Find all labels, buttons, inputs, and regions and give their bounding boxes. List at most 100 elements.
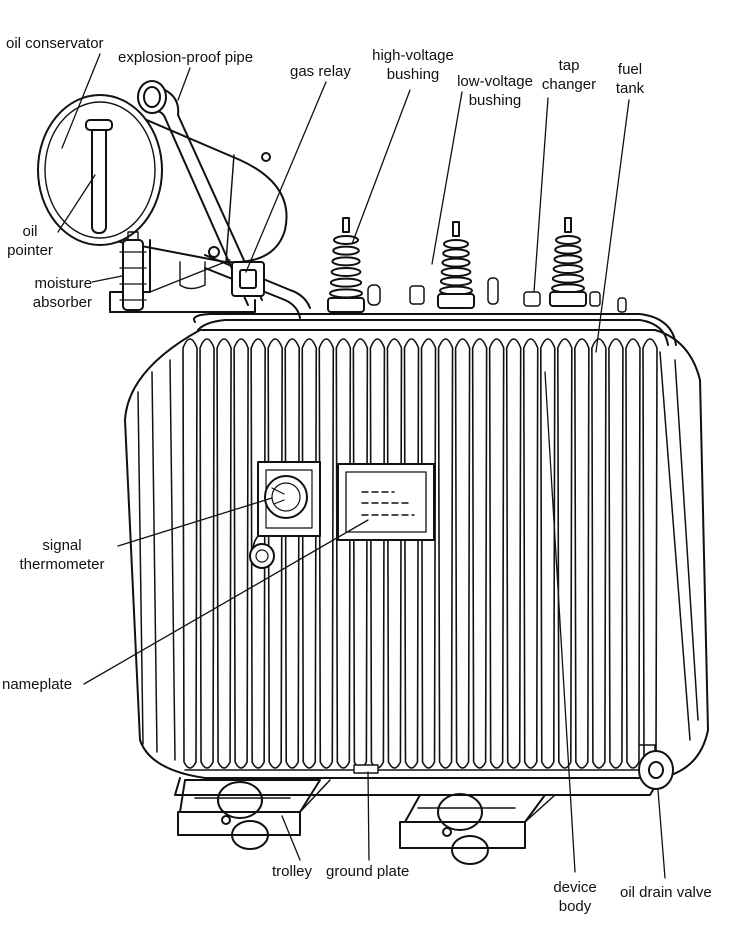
- label-explosion-proof-pipe: explosion-proof pipe: [118, 49, 254, 66]
- label-device-line1: device: [553, 879, 597, 896]
- cooling-fins: [182, 338, 658, 769]
- bushing: [549, 217, 587, 307]
- label-signal-thermometer: signal thermometer: [6, 536, 118, 574]
- cooling-fin: [608, 338, 624, 769]
- label-trolley: trolley: [272, 863, 313, 880]
- bushing-shed: [554, 244, 582, 255]
- cooling-fin: [437, 338, 454, 769]
- label-moisture-line1: moisture: [34, 275, 92, 292]
- bushing-shed: [440, 267, 472, 277]
- cooling-fin: [454, 338, 471, 769]
- bushing-shed: [441, 257, 471, 268]
- bushing-shed: [442, 248, 470, 259]
- label-signal-line1: signal: [42, 537, 82, 554]
- bushing-shed: [331, 256, 361, 267]
- cooling-fin: [505, 338, 522, 769]
- label-oil-drain-valve: oil drain valve: [620, 884, 712, 901]
- label-high-voltage-line2: bushing: [386, 66, 440, 83]
- bushing: [327, 217, 365, 313]
- cooling-fin: [182, 338, 198, 769]
- cooling-fin: [335, 338, 352, 769]
- label-gas-relay: gas relay: [290, 63, 351, 80]
- bushing-base: [549, 291, 587, 307]
- label-oil-pointer-line2: pointer: [7, 242, 53, 259]
- cooling-fin: [352, 338, 369, 769]
- label-signal-line2: thermometer: [19, 556, 105, 573]
- bushing-base: [327, 297, 365, 313]
- cooling-fin: [403, 338, 420, 769]
- bushing-shed: [439, 276, 473, 287]
- cooling-fin: [267, 338, 283, 769]
- bushing-shed: [332, 245, 360, 256]
- cooling-fin: [488, 338, 505, 769]
- bushing: [437, 221, 475, 309]
- bushing-shed: [443, 239, 469, 249]
- bushings: [327, 217, 587, 313]
- moisture-absorber: [119, 231, 147, 311]
- gas-relay: [204, 246, 311, 319]
- cooling-fin: [642, 338, 658, 769]
- cooling-fin: [471, 338, 488, 769]
- cooling-fin: [386, 338, 403, 769]
- label-low-voltage-line1: low-voltage: [457, 73, 533, 90]
- label-nameplate: nameplate: [2, 676, 73, 693]
- label-oil-pointer-line1: oil: [22, 223, 38, 240]
- trolley-right: [399, 793, 556, 865]
- cooling-fin: [284, 338, 301, 769]
- label-tap-changer: tap changer: [536, 56, 602, 94]
- explosion-proof-pipe: [137, 80, 263, 306]
- cooling-fin: [522, 338, 539, 769]
- leader-lines: [57, 53, 666, 879]
- conservator-bracket: [109, 239, 256, 313]
- label-oil-pointer: oil pointer: [0, 222, 60, 260]
- cooling-fin: [539, 338, 556, 769]
- bushing-shed: [329, 288, 363, 299]
- tank-body: [124, 313, 709, 779]
- label-low-voltage-bushing: low-voltage bushing: [442, 72, 548, 110]
- bushing-shed: [551, 273, 585, 284]
- label-fuel-tank-line1: fuel: [617, 61, 643, 78]
- label-tap-changer-line1: tap: [558, 57, 580, 74]
- bushing-shed: [333, 235, 359, 245]
- cooling-fin: [233, 338, 249, 769]
- top-fittings: [367, 277, 627, 313]
- cooling-fin: [301, 338, 318, 769]
- label-fuel-tank: fuel tank: [608, 60, 652, 98]
- bushing-terminal: [564, 217, 572, 233]
- cooling-fin: [420, 338, 437, 769]
- cooling-fin: [216, 338, 232, 769]
- label-device-body: device body: [544, 878, 606, 916]
- oil-conservator: [37, 94, 288, 264]
- bushing-shed: [329, 277, 363, 288]
- cooling-fin: [557, 338, 573, 769]
- bushing-shed: [552, 264, 584, 274]
- oil-drain-valve: [638, 744, 674, 790]
- bushing-terminal: [342, 217, 350, 233]
- label-ground-plate: ground plate: [326, 863, 410, 880]
- label-high-voltage-bushing: high-voltage bushing: [360, 46, 466, 84]
- label-low-voltage-line2: bushing: [468, 92, 522, 109]
- ground-plate: [353, 764, 379, 774]
- label-oil-conservator: oil conservator: [6, 35, 104, 52]
- bushing-base: [437, 293, 475, 309]
- cooling-fin: [369, 338, 386, 769]
- cooling-fin: [199, 338, 215, 769]
- cooling-fin: [625, 338, 641, 769]
- cooling-fin: [574, 338, 590, 769]
- bushing-shed: [555, 235, 581, 245]
- bushing-shed: [553, 254, 583, 265]
- signal-thermometer: [249, 461, 321, 569]
- nameplate-plate: [337, 463, 435, 541]
- label-tap-changer-line2: changer: [541, 76, 597, 93]
- bushing-shed: [330, 267, 362, 277]
- trolley-left: [177, 779, 331, 850]
- cooling-fin: [591, 338, 607, 769]
- bushing-terminal: [452, 221, 460, 237]
- label-high-voltage-line1: high-voltage: [372, 47, 454, 64]
- label-moisture-line2: absorber: [32, 294, 92, 311]
- label-device-line2: body: [558, 898, 592, 915]
- cooling-fin: [250, 338, 266, 769]
- label-moisture-absorber: moisture absorber: [10, 274, 92, 312]
